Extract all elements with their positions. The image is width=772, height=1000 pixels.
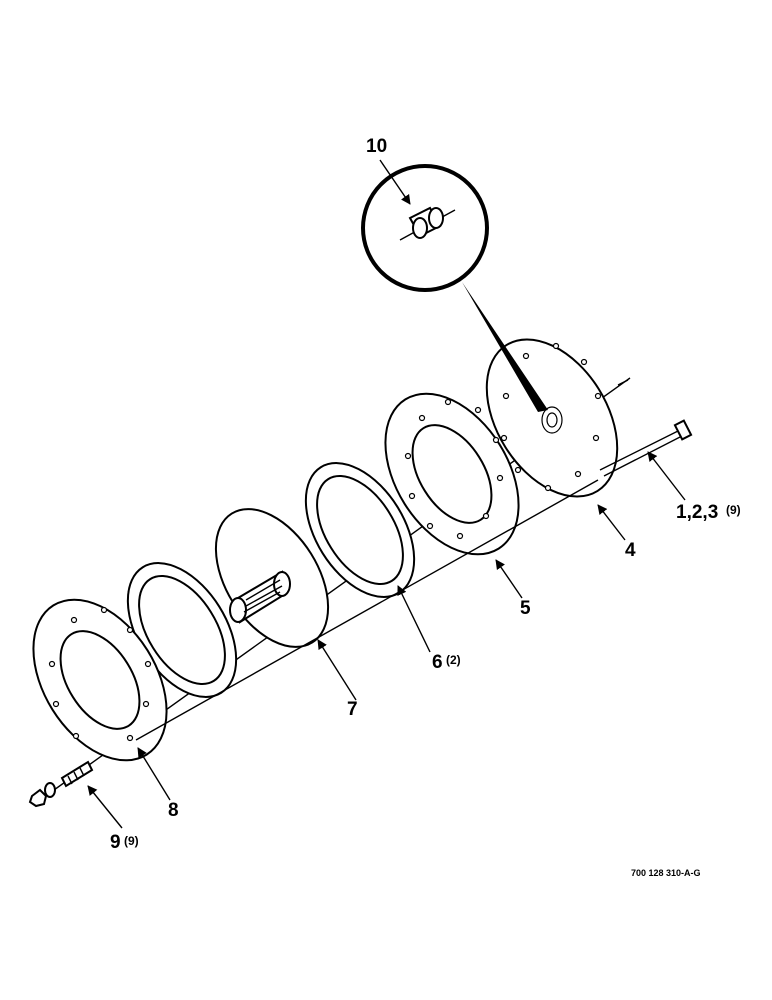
alignment-lines — [135, 379, 629, 741]
callout-10-number: 10 — [366, 136, 387, 157]
bolt-part-1-2-3 — [599, 419, 693, 477]
callout-9-number: 9 — [110, 832, 121, 853]
callout-6-qty: (2) — [446, 653, 461, 667]
drawing-reference-number: 700 128 310-A-G — [631, 868, 701, 878]
leader-arrows — [87, 159, 686, 829]
callout-1-2-3-qty: (9) — [726, 503, 741, 517]
end-plate-part-8 — [32, 598, 168, 762]
plate-part-5 — [384, 392, 520, 556]
callout-7-number: 7 — [347, 699, 358, 720]
hub-disc-part-7 — [214, 508, 330, 648]
spring-nut-part-9 — [28, 760, 94, 808]
detail-bubble-part-10 — [361, 164, 548, 412]
callout-5-number: 5 — [520, 598, 531, 619]
friction-ring-part-6 — [304, 462, 416, 598]
callout-4-number: 4 — [625, 540, 636, 561]
callout-1-2-3-number: 1,2,3 — [676, 502, 718, 523]
callout-8-number: 8 — [168, 800, 179, 821]
callout-6-number: 6 — [432, 652, 443, 673]
callout-9-qty: (9) — [124, 834, 139, 848]
